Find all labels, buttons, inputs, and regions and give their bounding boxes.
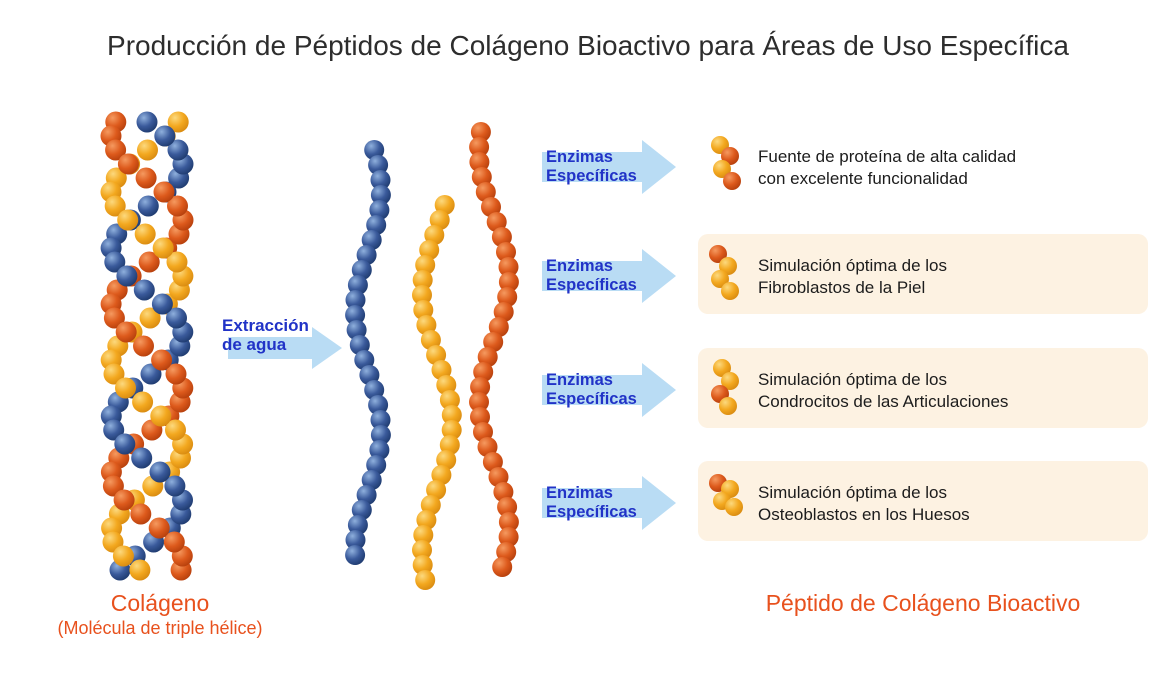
- enzyme-label: Enzimas Específicas: [546, 148, 637, 186]
- enzyme-label: Enzimas Específicas: [546, 371, 637, 409]
- collagen-sublabel: (Molécula de triple hélice): [57, 618, 263, 638]
- extraction-label: Extracción de agua: [222, 316, 309, 354]
- outcome-text: Simulación óptima de los Condrocitos de …: [758, 369, 1138, 413]
- enzyme-label-line2: Específicas: [546, 167, 637, 185]
- enzyme-label-line2: Específicas: [546, 390, 637, 408]
- collagen-strand-yellow: [412, 195, 462, 590]
- collagen-strand-blue: [345, 140, 391, 565]
- outcome-text-line2: Fibroblastos de la Piel: [758, 278, 926, 297]
- collagen-triple-helix-illustration: [100, 111, 194, 581]
- highlight-box: [698, 348, 1148, 428]
- outcome-text-line2: con excelente funcionalidad: [758, 169, 968, 188]
- outcome-text: Simulación óptima de los Fibroblastos de…: [758, 255, 1138, 299]
- enzyme-label-line2: Específicas: [546, 276, 637, 294]
- highlight-box: [698, 234, 1148, 314]
- collagen-label: Colágeno: [110, 590, 210, 616]
- outcome-text-line2: Condrocitos de las Articulaciones: [758, 392, 1009, 411]
- collagen-strand-orange: [469, 122, 519, 577]
- enzyme-label-line1: Enzimas: [546, 371, 613, 389]
- enzyme-label-line2: Específicas: [546, 503, 637, 521]
- enzyme-label-line1: Enzimas: [546, 257, 613, 275]
- peptide-icon: [711, 136, 741, 190]
- extraction-label-line1: Extracción: [222, 316, 309, 335]
- enzyme-label-line1: Enzimas: [546, 484, 613, 502]
- enzyme-label-line1: Enzimas: [546, 148, 613, 166]
- page-title: Producción de Péptidos de Colágeno Bioac…: [107, 30, 1069, 61]
- enzyme-label: Enzimas Específicas: [546, 257, 637, 295]
- outcome-text-line2: Osteoblastos en los Huesos: [758, 505, 970, 524]
- outcome-text: Fuente de proteína de alta calidad con e…: [758, 146, 1138, 190]
- highlight-box: [698, 461, 1148, 541]
- outcome-text: Simulación óptima de los Osteoblastos en…: [758, 482, 1138, 526]
- result-label: Péptido de Colágeno Bioactivo: [765, 590, 1081, 616]
- outcome-text-line1: Simulación óptima de los: [758, 370, 947, 389]
- enzyme-label: Enzimas Específicas: [546, 484, 637, 522]
- outcome-text-line1: Fuente de proteína de alta calidad: [758, 147, 1017, 166]
- extraction-label-line2: de agua: [222, 335, 287, 354]
- outcome-text-line1: Simulación óptima de los: [758, 256, 947, 275]
- outcome-text-line1: Simulación óptima de los: [758, 483, 947, 502]
